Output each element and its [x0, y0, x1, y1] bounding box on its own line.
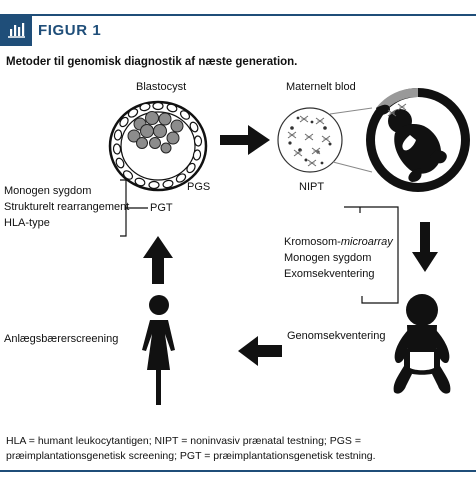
top-rule — [0, 14, 476, 16]
pgt-condition-structural: Strukturelt rearrangement — [4, 201, 130, 213]
maternal-blood-illustration — [277, 107, 343, 173]
arrow-right-upper — [220, 125, 270, 155]
newborn-tests-bracket — [344, 206, 399, 304]
pgs-label: PGS — [187, 181, 211, 193]
newborn-test-exome: Exomsekventering — [284, 268, 375, 280]
nipt-label: NIPT — [299, 181, 325, 193]
pgt-condition-monogenic: Monogen sygdom — [4, 185, 92, 197]
pgt-bracket — [120, 179, 148, 237]
figure-subtitle: Metoder til genomisk diagnostik af næste… — [6, 56, 298, 68]
bar-chart-icon — [8, 23, 25, 38]
arrow-down — [412, 222, 438, 272]
blastocyst-label: Blastocyst — [136, 81, 187, 93]
figure-caption: HLA = humant leukocytantigen; NIPT = non… — [6, 435, 376, 462]
pgt-condition-hla: HLA-type — [4, 217, 50, 229]
carrier-screening-label: Anlægsbærerscreening — [4, 333, 119, 345]
figure-label: FIGUR 1 — [38, 22, 102, 39]
maternal-blood-label: Maternelt blod — [286, 81, 356, 93]
bottom-rule — [0, 470, 476, 472]
zoom-line-top — [329, 107, 373, 115]
blastocyst-illustration — [108, 100, 208, 192]
woman-illustration — [142, 295, 175, 405]
genome-sequencing-label: Genomsekventering — [287, 330, 386, 342]
arrow-up — [143, 236, 173, 284]
figure-badge — [0, 16, 32, 46]
arrow-left-lower — [238, 336, 282, 366]
microarray-italic: microarray — [340, 236, 393, 248]
fetus-illustration — [366, 87, 470, 192]
newborn-test-monogenic: Monogen sygdom — [284, 252, 372, 264]
zoom-line-bottom — [332, 161, 373, 173]
newborn-test-microarray: Kromosom-microarray — [284, 236, 393, 248]
pgt-label: PGT — [150, 202, 173, 214]
baby-illustration — [393, 294, 451, 394]
